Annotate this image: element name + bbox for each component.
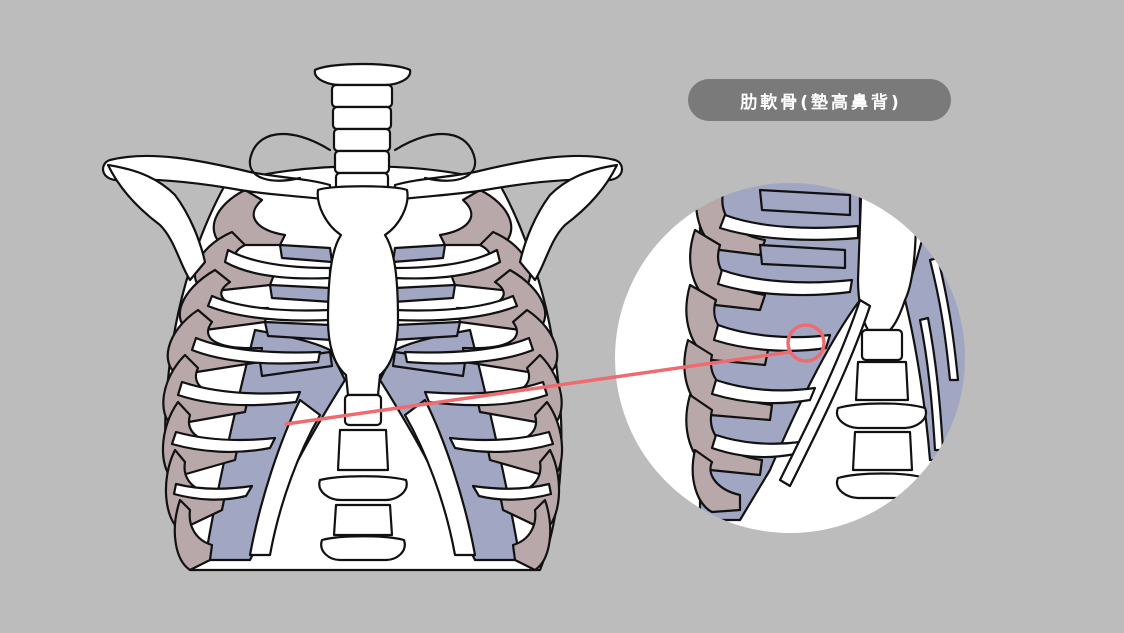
scapula-right <box>518 163 619 282</box>
clavicle-left <box>102 154 332 202</box>
sternum <box>316 185 409 397</box>
rib-cage-illustration <box>102 62 623 572</box>
callout-label: 肋軟骨(墊高鼻背) <box>688 79 951 121</box>
highlight-ring <box>786 323 826 363</box>
lumbar-spine <box>318 393 408 562</box>
first-rib-left <box>248 132 332 182</box>
magnified-costal-cartilage-inset <box>613 181 967 535</box>
first-rib-right <box>393 132 477 182</box>
pointer-line <box>284 323 826 426</box>
lower-arch-right <box>403 398 477 557</box>
lower-arch-left <box>248 398 322 557</box>
rib-slats-right <box>393 248 555 501</box>
clavicle-right <box>393 154 623 202</box>
scapula-left <box>106 163 207 282</box>
